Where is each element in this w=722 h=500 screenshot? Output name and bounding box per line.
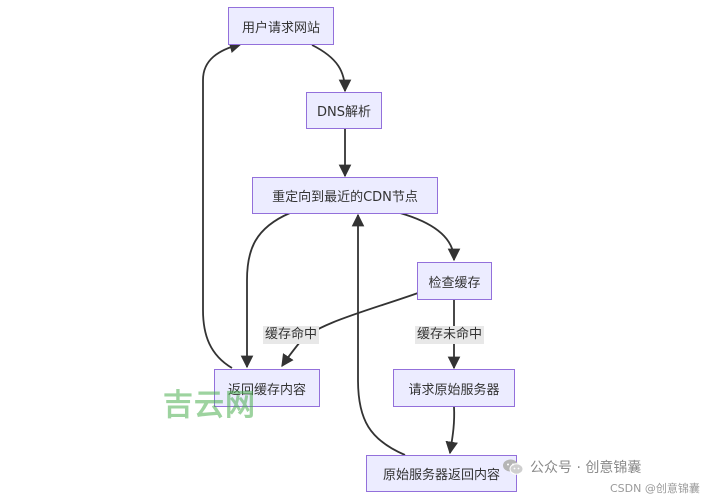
node-user-request-label: 用户请求网站 xyxy=(241,20,320,36)
wechat-icon xyxy=(502,458,524,476)
account-watermark: 公众号 · 创意锦囊 xyxy=(502,457,641,477)
edge-label-cache-hit: 缓存命中 xyxy=(263,326,320,344)
edge-return-to-user xyxy=(202,40,243,369)
node-user-request: 用户请求网站 xyxy=(228,7,334,45)
edge-return-content-to-redirect xyxy=(351,213,406,456)
edge-origin-to-return-content xyxy=(445,406,458,455)
node-dns-label: DNS解析 xyxy=(317,105,371,120)
node-check-cache: 检查缓存 xyxy=(417,262,492,300)
edge-user-to-dns xyxy=(311,44,352,93)
edge-label-cache-miss: 缓存未命中 xyxy=(415,326,485,344)
node-return-cache: 返回缓存内容 xyxy=(214,369,320,407)
node-redirect-label: 重定向到最近的CDN节点 xyxy=(272,190,418,205)
site-watermark: 吉云网 xyxy=(163,388,256,423)
edge-redirect-to-check xyxy=(399,212,461,262)
node-request-origin: 请求原始服务器 xyxy=(393,369,515,407)
node-return-cache-label: 返回缓存内容 xyxy=(227,382,306,398)
node-redirect: 重定向到最近的CDN节点 xyxy=(252,177,438,214)
edge-redirect-to-return xyxy=(240,212,291,369)
node-check-cache-label: 检查缓存 xyxy=(428,275,481,291)
node-origin-return: 原始服务器返回内容 xyxy=(366,455,517,492)
node-origin-return-label: 原始服务器返回内容 xyxy=(382,468,500,483)
node-dns: DNS解析 xyxy=(306,92,382,129)
csdn-watermark: CSDN @创意锦囊 xyxy=(610,482,700,495)
account-watermark-text: 公众号 · 创意锦囊 xyxy=(530,460,642,476)
node-request-origin-label: 请求原始服务器 xyxy=(408,382,500,398)
